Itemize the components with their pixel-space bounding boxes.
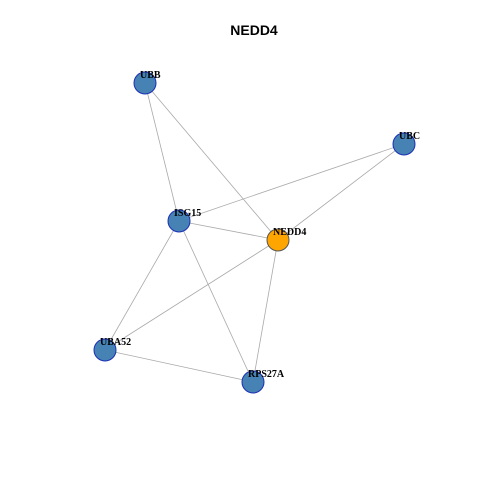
edge-uba52-rps27a <box>104 349 254 383</box>
node-ubb[interactable] <box>133 71 157 95</box>
edge-ubc-nedd4 <box>277 143 405 241</box>
node-isg15[interactable] <box>167 209 191 233</box>
node-label-ubb: UBB <box>140 70 161 81</box>
edge-ubb-nedd4 <box>144 82 279 241</box>
node-nedd4[interactable] <box>266 228 290 252</box>
node-rps27a[interactable] <box>241 370 265 394</box>
edge-nedd4-uba52 <box>104 239 279 351</box>
node-label-rps27a: RPS27A <box>248 369 285 380</box>
edge-ubb-isg15 <box>144 82 180 222</box>
edge-ubc-isg15 <box>178 143 405 222</box>
node-label-uba52: UBA52 <box>100 337 131 348</box>
diagram-title: NEDD4 <box>230 22 278 38</box>
node-label-isg15: ISG15 <box>174 208 201 219</box>
edge-isg15-uba52 <box>104 220 180 351</box>
nodes-layer <box>93 71 416 394</box>
node-ubc[interactable] <box>392 132 416 156</box>
edge-isg15-rps27a <box>178 220 254 383</box>
node-label-nedd4: NEDD4 <box>273 227 306 238</box>
node-label-ubc: UBC <box>399 131 420 142</box>
edge-nedd4-rps27a <box>252 239 279 383</box>
edges-layer <box>104 82 405 383</box>
edge-isg15-nedd4 <box>178 220 279 241</box>
node-uba52[interactable] <box>93 338 117 362</box>
